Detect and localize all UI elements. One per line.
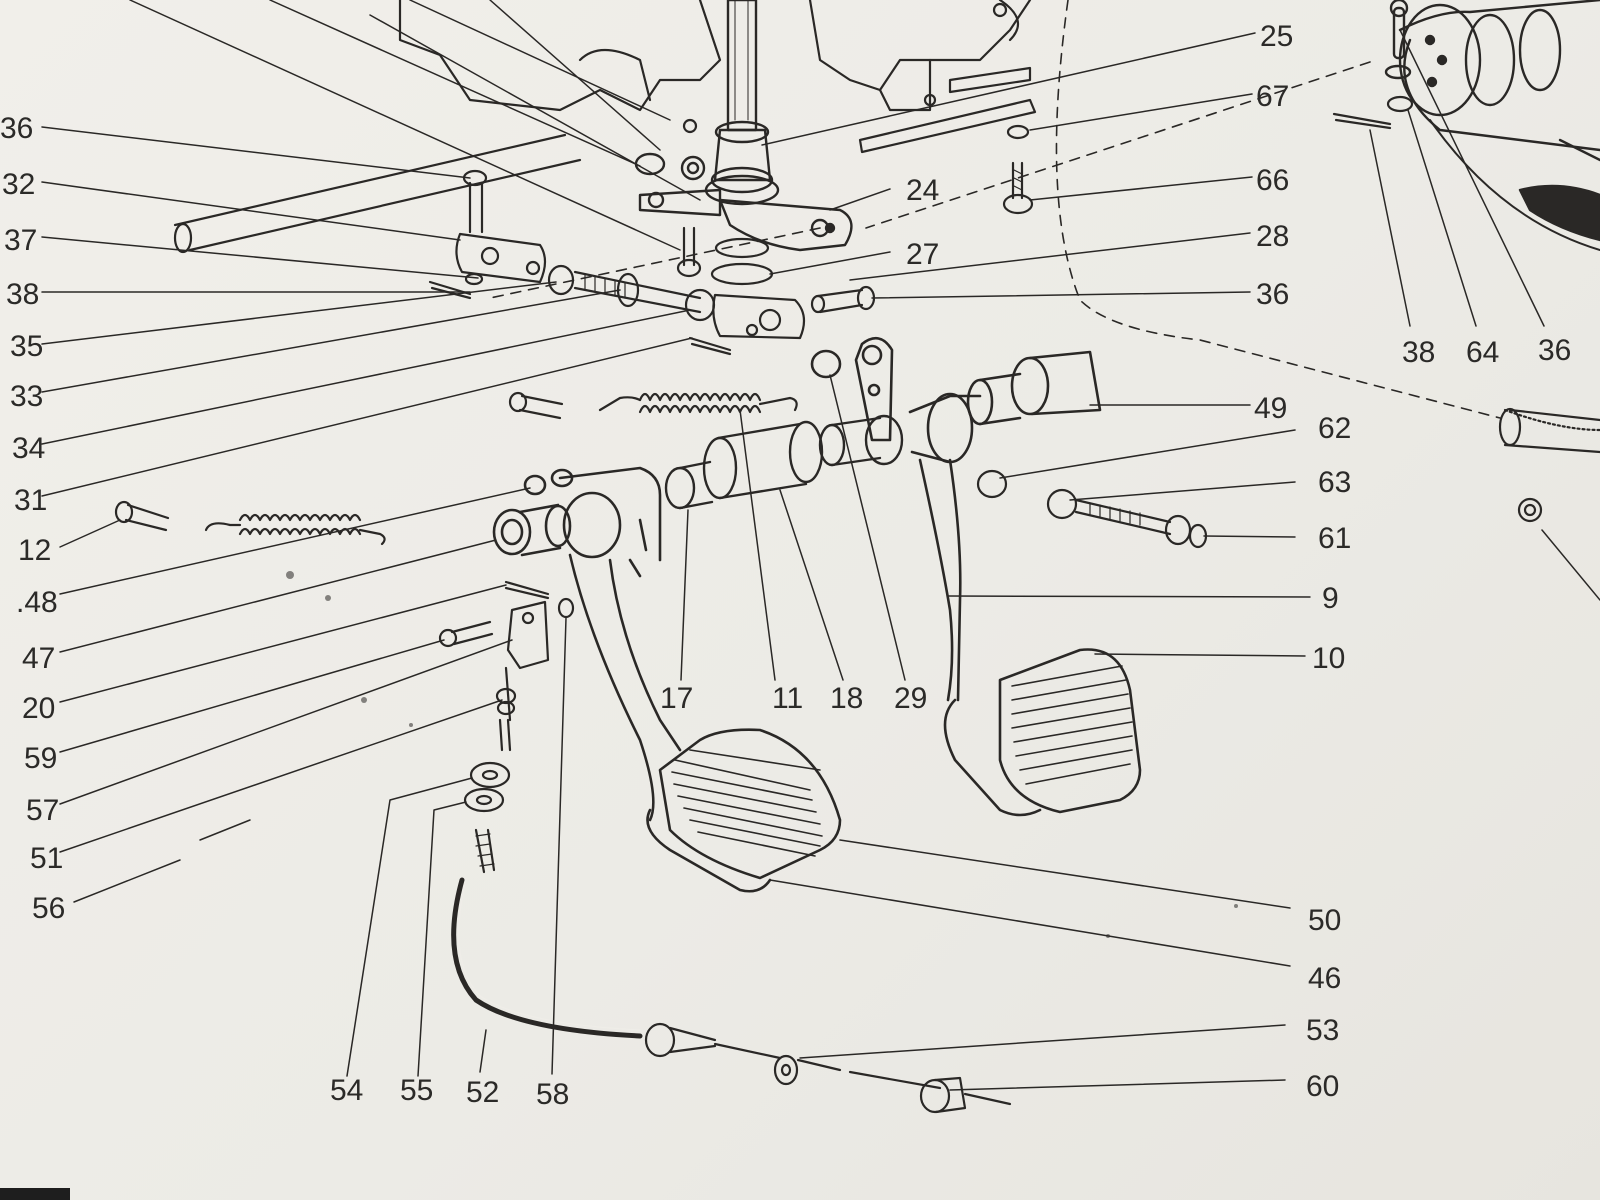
- clutch-pedal: [492, 466, 842, 893]
- label-56: 56: [32, 892, 65, 925]
- label-32: 32: [2, 168, 35, 201]
- label-35: 35: [10, 330, 43, 363]
- circlip-27: [710, 237, 774, 286]
- strap-plate: [858, 98, 1037, 154]
- bolt-under-lever: [676, 226, 702, 278]
- label-46: 46: [1308, 962, 1341, 995]
- label-18: 18: [830, 682, 863, 715]
- label-11: 11: [772, 682, 803, 715]
- label-36-far-right: 36: [1538, 334, 1571, 367]
- label-31: 31: [14, 484, 47, 517]
- label-51: 51: [30, 842, 63, 875]
- bolt-66: [1002, 161, 1034, 215]
- label-58: 58: [536, 1078, 569, 1111]
- label-64: 64: [1466, 336, 1499, 369]
- label-33: 33: [10, 380, 43, 413]
- label-38-right: 38: [1402, 336, 1435, 369]
- label-37: 37: [4, 224, 37, 257]
- label-63: 63: [1318, 466, 1351, 499]
- label-66: 66: [1256, 164, 1289, 197]
- label-55: 55: [400, 1074, 433, 1107]
- pin-12: [114, 500, 170, 532]
- label-67: 67: [1256, 80, 1289, 113]
- cross-shaft-bushes: [664, 414, 904, 510]
- clevis-rod-assembly: [173, 133, 806, 356]
- return-spring-11: [598, 392, 798, 414]
- label-38-left: 38: [6, 278, 39, 311]
- pin-near-spring: [508, 391, 564, 420]
- pivot-lever-24: [634, 152, 853, 252]
- label-20: 20: [22, 692, 55, 725]
- label-25: 25: [1260, 20, 1293, 53]
- label-53: 53: [1306, 1014, 1339, 1047]
- pivot-shaft: [704, 0, 780, 206]
- label-47: 47: [22, 642, 55, 675]
- right-shaft: [1498, 407, 1600, 523]
- label-29: 29: [894, 682, 927, 715]
- label-9: 9: [1322, 582, 1339, 615]
- label-12: 12: [18, 534, 51, 567]
- label-17: 17: [660, 682, 693, 715]
- bottom-edge-strip: [0, 1188, 70, 1200]
- brake-pedal: [810, 336, 1142, 817]
- label-36-left: 36: [0, 112, 33, 145]
- label-50: 50: [1308, 904, 1341, 937]
- pedal-box-housing: [398, 0, 1032, 134]
- label-49: 49: [1254, 392, 1287, 425]
- master-cylinder: [1384, 0, 1600, 251]
- centre-lines: [489, 0, 1501, 419]
- strap-plate-top: [948, 66, 1032, 94]
- label-10: 10: [1312, 642, 1345, 675]
- label-27: 27: [906, 238, 939, 271]
- label-62: 62: [1318, 412, 1351, 445]
- label-28: 28: [1256, 220, 1289, 253]
- label-36-right: 36: [1256, 278, 1289, 311]
- washer-67: [1006, 124, 1030, 140]
- leader-lines: [41, 0, 1600, 1091]
- label-60: 60: [1306, 1070, 1339, 1103]
- label-48: .48: [16, 586, 58, 619]
- right-pin-washer: [1332, 95, 1414, 130]
- spring-12: [204, 513, 386, 546]
- part-number-labels: 25 67 66 24 27 28 36 49 62 63 61 9 10 50…: [0, 20, 1571, 1111]
- label-54: 54: [330, 1074, 363, 1107]
- pivot-bolt-61: [976, 469, 1208, 549]
- clevis-pin-36: [810, 285, 876, 314]
- label-61: 61: [1318, 522, 1351, 555]
- label-57: 57: [26, 794, 59, 827]
- label-24: 24: [906, 174, 939, 207]
- label-59: 59: [24, 742, 57, 775]
- label-52: 52: [466, 1076, 499, 1109]
- clutch-cable-assembly: [438, 580, 1012, 1114]
- print-specks: [286, 571, 1238, 938]
- label-34: 34: [12, 432, 45, 465]
